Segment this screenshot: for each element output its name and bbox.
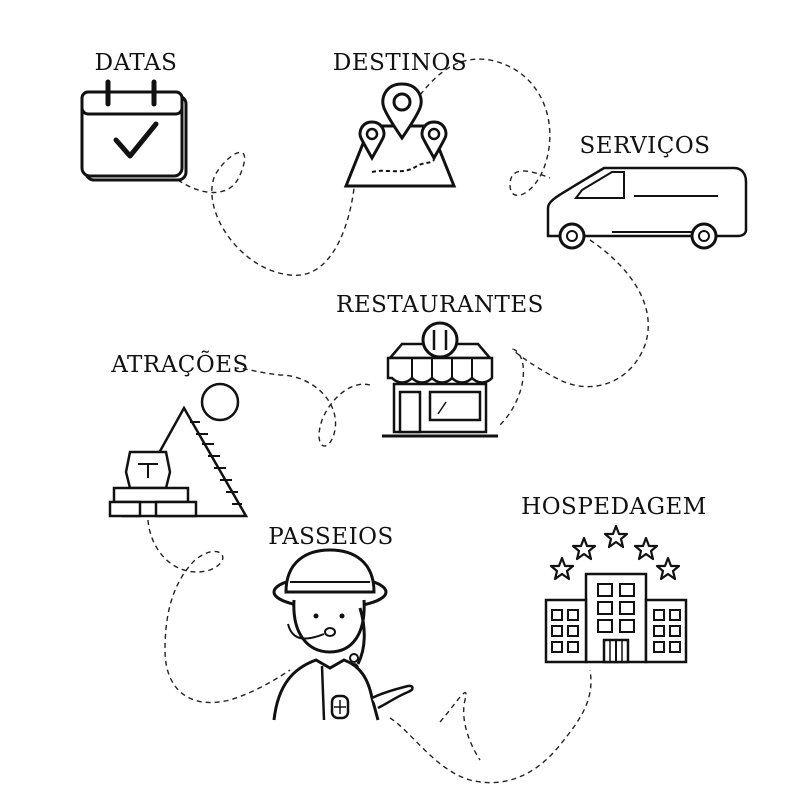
storefront-icon — [382, 321, 498, 438]
passeios-label: PASSEIOS — [268, 524, 394, 550]
restaurantes-label: RESTAURANTES — [336, 292, 544, 318]
hospedagem-label: HOSPEDAGEM — [521, 494, 707, 520]
calendar-check-icon — [80, 79, 188, 182]
servicos-label: SERVIÇOS — [579, 133, 711, 159]
map-pins-icon — [343, 82, 457, 188]
pyramid-sphinx-icon — [108, 382, 249, 518]
destinos-label: DESTINOS — [332, 50, 468, 76]
datas-label: DATAS — [94, 50, 178, 76]
hotel-stars-icon — [544, 524, 688, 664]
tour-guide-icon — [272, 548, 414, 721]
van-icon — [546, 166, 748, 250]
atracoes-label: ATRAÇÕES — [111, 352, 249, 378]
